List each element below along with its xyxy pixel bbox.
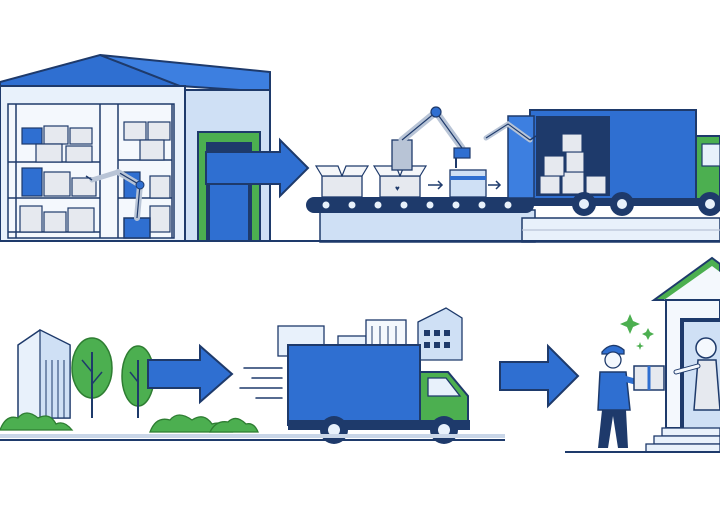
- courier: [597, 344, 665, 448]
- open-box-1: [314, 165, 370, 198]
- small-warehouse: [17, 329, 71, 419]
- delivery-truck-chassis: [288, 420, 470, 430]
- sparkle-icon: [620, 314, 654, 350]
- house-steps: [645, 427, 720, 453]
- packing-robot-arm: [391, 106, 471, 171]
- tree-round: [71, 337, 113, 418]
- warehouse-robot-arm: [85, 169, 151, 239]
- bushes: [0, 412, 259, 433]
- conveyor-belt-track: [306, 197, 534, 213]
- flow-arrow-2: [147, 343, 234, 405]
- flow-arrow-3: [499, 343, 580, 409]
- loading-truck: [483, 109, 720, 216]
- courier-body: [597, 371, 631, 411]
- taped-box: [449, 169, 487, 198]
- warehouse-door-inside: [210, 182, 248, 241]
- resident: [673, 337, 720, 411]
- truck-loaded-boxes: [539, 133, 607, 195]
- conveyor-rollers: [321, 200, 513, 210]
- courier-legs: [598, 410, 628, 448]
- shelf-boxes: [19, 121, 171, 233]
- speed-lines: [239, 367, 283, 399]
- delivery-truck-box: [287, 344, 421, 426]
- box-glass-mark: ♥: [395, 184, 400, 193]
- delivered-package: [633, 365, 665, 391]
- warehouse: [0, 53, 271, 242]
- conveyor-base: [319, 209, 536, 243]
- truck-wheels: [572, 192, 720, 216]
- truck-cab-window: [701, 143, 720, 167]
- flow-arrow-1: [205, 137, 310, 199]
- courier-cap: [601, 344, 625, 355]
- delivery-truck-window: [427, 377, 462, 397]
